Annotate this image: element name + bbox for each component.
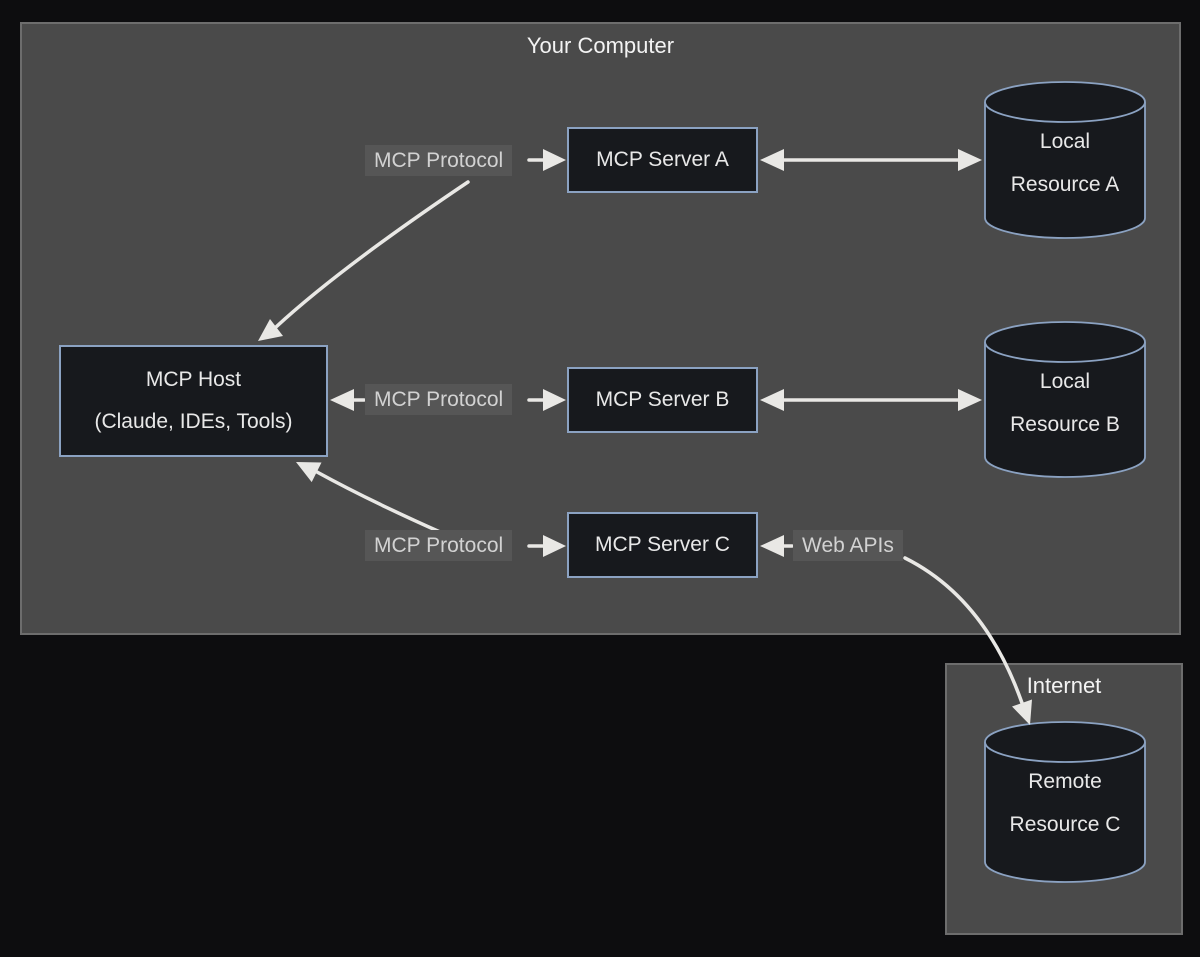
node-mcp-server-b: MCP Server B [567, 367, 758, 433]
zone-internet-title: Internet [1026, 673, 1102, 698]
edge-label-mcp-protocol-a: MCP Protocol [365, 145, 513, 176]
mcp-server-a-label: MCP Server A [596, 148, 729, 171]
remote-resource-c-label: Remote Resource C [985, 760, 1145, 846]
local-resource-a-line1: Local [1039, 130, 1091, 153]
mcp-host-line2: (Claude, IDEs, Tools) [94, 410, 293, 433]
local-resource-b-line2: Resource B [1010, 413, 1120, 436]
mcp-server-c-label: MCP Server C [595, 533, 730, 556]
local-resource-b-line1: Local [1039, 370, 1091, 393]
mcp-host-line1: MCP Host [145, 368, 242, 391]
node-mcp-host: MCP Host (Claude, IDEs, Tools) [59, 345, 328, 457]
zone-your-computer-title: Your Computer [526, 33, 675, 58]
edge-label-web-apis: Web APIs [793, 530, 903, 561]
edge-label-mcp-protocol-b: MCP Protocol [365, 384, 513, 415]
node-mcp-server-c: MCP Server C [567, 512, 758, 578]
local-resource-a-line2: Resource A [1010, 173, 1120, 196]
local-resource-a-label: Local Resource A [985, 120, 1145, 206]
local-resource-b-label: Local Resource B [985, 360, 1145, 446]
remote-resource-c-line1: Remote [1028, 770, 1102, 793]
remote-resource-c-line2: Resource C [1009, 813, 1121, 836]
node-mcp-server-a: MCP Server A [567, 127, 758, 193]
edge-label-mcp-protocol-c: MCP Protocol [365, 530, 513, 561]
mcp-server-b-label: MCP Server B [595, 388, 730, 411]
